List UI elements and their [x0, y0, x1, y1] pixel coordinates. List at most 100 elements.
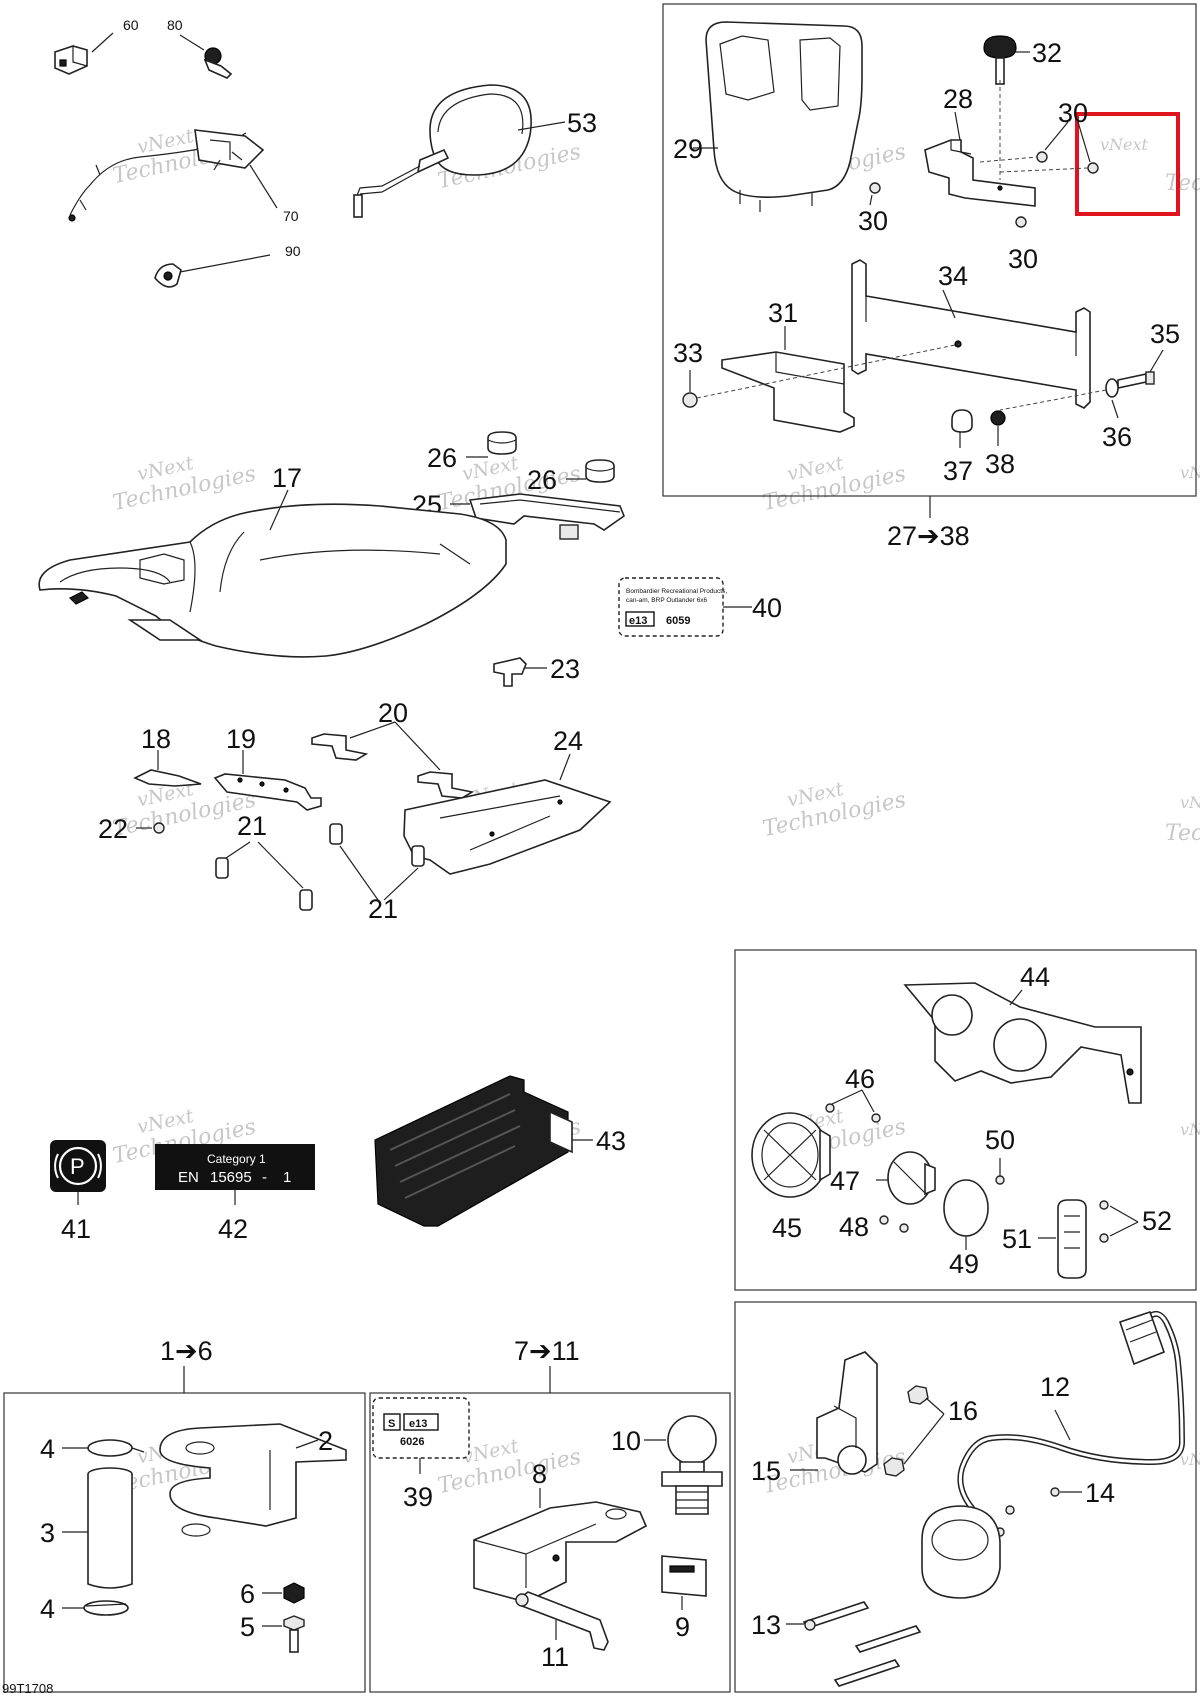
part-47-lamp[interactable] — [887, 1151, 936, 1205]
label-7-11: 7➔11 — [514, 1336, 580, 1366]
part-14-washers[interactable] — [995, 1487, 1060, 1537]
decal-39[interactable]: S e13 6026 — [372, 1397, 470, 1459]
label-42: 42 — [218, 1214, 248, 1244]
part-32-knob[interactable] — [983, 35, 1017, 85]
part-36-washer[interactable] — [1105, 378, 1119, 398]
part-17-seat[interactable] — [38, 503, 507, 658]
part-35-bolt[interactable] — [1117, 371, 1155, 389]
label-12: 12 — [1040, 1372, 1070, 1402]
label-51: 51 — [1002, 1224, 1032, 1254]
part-13-socket[interactable] — [802, 1505, 1001, 1687]
leader-line — [269, 489, 289, 531]
label-38: 38 — [985, 449, 1015, 479]
part-4-clip-bottom[interactable] — [83, 1600, 129, 1616]
leader-line — [179, 254, 271, 273]
part-11-pin[interactable] — [515, 1591, 609, 1651]
leader-line — [394, 721, 441, 771]
part-20-bracket-b[interactable] — [417, 771, 475, 799]
part-52-screws[interactable] — [1099, 1200, 1109, 1243]
label-60: 60 — [123, 17, 139, 33]
decal-42-dash: - — [262, 1169, 267, 1186]
decal-42-title: Category 1 — [207, 1152, 266, 1166]
decal-39-mark: e13 — [409, 1418, 427, 1430]
part-31-bracket[interactable] — [721, 351, 855, 433]
part-90-connector[interactable] — [154, 263, 182, 288]
part-37-spacer[interactable] — [951, 409, 973, 433]
part-8-drawbar[interactable] — [473, 1501, 648, 1603]
watermark-edge: vNext — [1180, 1120, 1200, 1139]
part-30-screw-a[interactable] — [1036, 151, 1048, 163]
leader-line — [925, 1397, 945, 1415]
watermark-edge: vNext — [1100, 135, 1149, 154]
label-10: 10 — [611, 1426, 641, 1456]
part-19-bracket[interactable] — [213, 773, 322, 811]
part-30-screw-b[interactable] — [1087, 162, 1099, 174]
decal-39-s: S — [388, 1418, 395, 1430]
part-33-bolt[interactable] — [682, 343, 961, 408]
decal-40-code: 6059 — [666, 615, 690, 627]
watermark-edge: vNext — [1180, 1450, 1200, 1469]
part-28-bracket[interactable] — [924, 139, 1036, 207]
part-16-nuts[interactable] — [883, 1385, 929, 1477]
part-26-cap-b[interactable] — [585, 459, 615, 483]
highlight-box — [1075, 112, 1180, 216]
decal-42-category[interactable]: Category 1 EN 15695 - 1 — [155, 1144, 315, 1190]
label-16: 16 — [948, 1396, 978, 1426]
label-21-top: 21 — [237, 811, 267, 841]
part-23-clip[interactable] — [493, 657, 527, 687]
part-51-reflector[interactable] — [1057, 1199, 1087, 1279]
part-43-module[interactable] — [374, 1075, 573, 1227]
label-70: 70 — [283, 208, 299, 224]
label-1-6: 1➔6 — [160, 1336, 213, 1366]
dashed-guide — [999, 167, 1089, 173]
part-45-lamp[interactable] — [751, 1112, 831, 1198]
label-23: 23 — [550, 654, 580, 684]
dashed-guide — [979, 156, 1038, 163]
part-29-backrest[interactable] — [705, 21, 863, 212]
part-3-pin[interactable] — [87, 1467, 133, 1589]
part-26-cap-a[interactable] — [487, 431, 517, 455]
part-5-bolt[interactable] — [283, 1615, 305, 1653]
decal-40[interactable]: Bombardier Recreational Products, can-am… — [618, 577, 727, 637]
part-30-screw-d[interactable] — [1015, 216, 1027, 228]
part-18-plate[interactable] — [133, 769, 202, 787]
part-80-ignition[interactable] — [203, 47, 233, 79]
part-25-rail[interactable] — [468, 493, 625, 540]
decal-41-parking[interactable]: P — [50, 1140, 106, 1192]
part-30-screw-c[interactable] — [869, 182, 881, 194]
label-14: 14 — [1085, 1478, 1115, 1508]
leader-line — [869, 194, 873, 206]
part-60-switch[interactable] — [54, 45, 88, 75]
label-30-left: 30 — [858, 206, 888, 236]
part-20-bracket-a[interactable] — [311, 733, 369, 761]
label-30-bottom: 30 — [1008, 244, 1038, 274]
part-15-bracket[interactable] — [816, 1351, 878, 1475]
label-39: 39 — [403, 1482, 433, 1512]
part-46-screws[interactable] — [825, 1103, 881, 1123]
part-22-clip[interactable] — [153, 822, 165, 834]
label-36: 36 — [1102, 422, 1132, 452]
part-70-harness[interactable] — [68, 129, 265, 222]
label-3: 3 — [40, 1518, 55, 1548]
decal-41-symbol: P — [70, 1154, 85, 1179]
part-53-mirror[interactable] — [353, 84, 532, 218]
label-26-b: 26 — [527, 465, 557, 495]
part-2-hitch-plate[interactable] — [159, 1423, 347, 1537]
part-48-clips[interactable] — [879, 1215, 909, 1233]
part-24-cover[interactable] — [403, 779, 612, 875]
label-4-top: 4 — [40, 1434, 55, 1464]
part-49-lens[interactable] — [943, 1179, 989, 1237]
part-10-hitch-ball[interactable] — [661, 1415, 723, 1515]
part-34-bracket[interactable] — [851, 259, 1091, 409]
part-6-nut[interactable] — [283, 1582, 305, 1604]
label-43: 43 — [596, 1126, 626, 1156]
part-21-spacers[interactable] — [215, 823, 425, 911]
label-20: 20 — [378, 698, 408, 728]
part-9-label[interactable] — [661, 1555, 707, 1597]
part-50-screw[interactable] — [995, 1175, 1005, 1185]
part-44-bracket[interactable] — [903, 982, 1142, 1104]
leader-line — [559, 753, 571, 781]
part-38-nut[interactable] — [990, 410, 1006, 426]
part-12-harness[interactable] — [957, 1310, 1186, 1539]
